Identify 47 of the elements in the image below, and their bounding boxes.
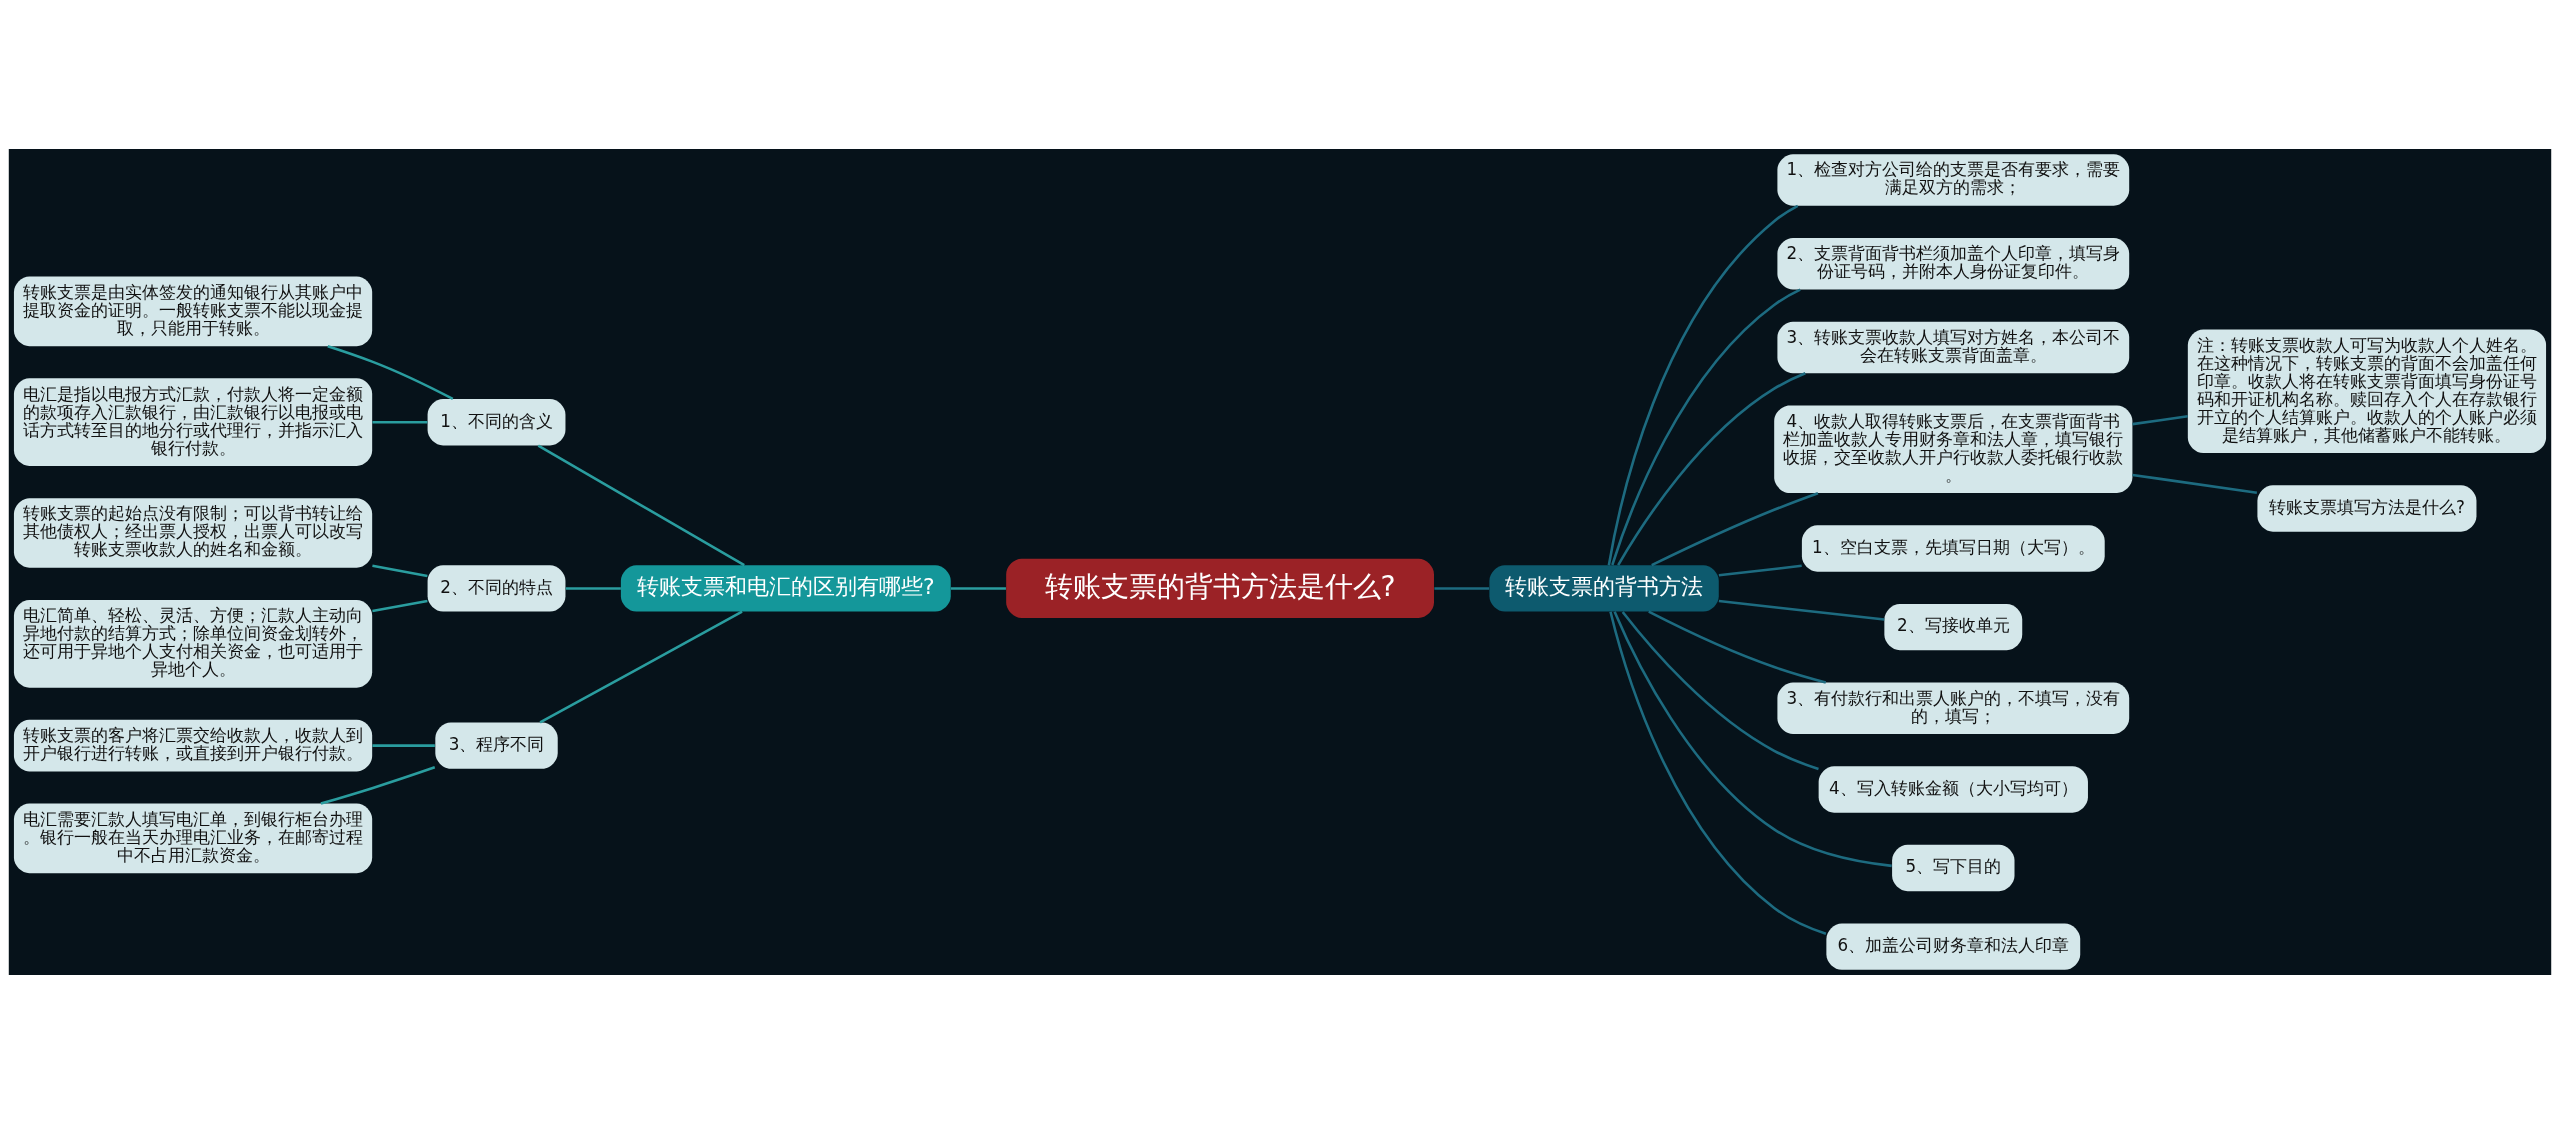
node-box: 电汇需要汇款人填写电汇单，到银行柜台办理。银行一般在当天办理电汇业务，在邮寄过程中不占用汇款资金。 <box>13 803 373 873</box>
connector <box>950 586 1006 590</box>
node-box: 电汇是指以电报方式汇款，付款人将一定金额的款项存入汇款银行，由汇款银行以电报或电话方式转至目的地分行或代理行，并指示汇入银行付款。 <box>13 377 373 466</box>
connector <box>1718 599 1885 621</box>
node-box: 3、有付款行和出票人账户的，不填写，没有的，填写； <box>1777 682 2130 734</box>
connector <box>1434 586 1490 590</box>
connector <box>372 564 428 577</box>
node-box: 1、不同的含义 <box>427 398 566 445</box>
node-box: 4、写入转账金额（大小写均可） <box>1818 765 2088 813</box>
node-box: 1、检查对方公司给的支票是否有要求，需要满足双方的需求； <box>1777 153 2130 206</box>
node-box: 转账支票和电汇的区别有哪些? <box>620 564 951 612</box>
node-box: 1、空白支票，先填写日期（大写）。 <box>1801 524 2105 572</box>
connector <box>2132 414 2188 425</box>
node-box: 3、程序不同 <box>435 721 558 769</box>
node-box: 转账支票的起始点没有限制；可以背书转让给其他债权人；经出票人授权，出票人可以改写转账支票收款人的姓名和金额。 <box>13 497 373 568</box>
node-box: 电汇简单、轻松、灵活、方便；汇款人主动向异地付款的结算方式；除单位间资金划转外，还可用于异地个人支付相关资金，也可适用于异地个人。 <box>13 599 373 688</box>
connector <box>372 420 428 423</box>
connector <box>1718 564 1802 577</box>
node-box: 转账支票的客户将汇票交给收款人，收款人到开户银行进行转账，或直接到开户银行付款。 <box>13 719 373 771</box>
connector <box>1607 204 1799 565</box>
node-box: 5、写下目的 <box>1892 844 2015 891</box>
node-box: 转账支票的背书方法是什么? <box>1006 558 1434 618</box>
connector <box>1621 610 1819 770</box>
node-box: 注：转账支票收款人可写为收款人个人姓名。在这种情况下，转账支票的背面不会加盖任何印章。收款人将在转账支票背面填写身份证号码和开证机构名称。赎回存入个人在存款银行开立的个人结算账户。收款人的个人账户必须是结算账户，其他储蓄账户不能转账。 <box>2187 328 2547 453</box>
connector <box>1613 610 1892 867</box>
node-box: 2、不同的特点 <box>427 564 566 612</box>
connector <box>1648 610 1827 684</box>
node-box: 6、加盖公司财务章和法人印章 <box>1826 922 2081 970</box>
connector <box>1617 371 1806 566</box>
connector <box>537 444 745 566</box>
connector <box>1609 610 1827 935</box>
connector <box>1651 491 1819 566</box>
connector <box>320 765 436 805</box>
connector <box>372 599 428 612</box>
connector <box>565 586 621 590</box>
node-box: 2、支票背面背书栏须加盖个人印章，填写身份证号码，并附本人身份证复印件。 <box>1777 237 2130 289</box>
connector <box>2132 473 2258 494</box>
node-box: 转账支票是由实体签发的通知银行从其账户中提取资金的证明。一般转账支票不能以现金提取，只能用于转账。 <box>13 276 373 346</box>
node-box: 2、写接收单元 <box>1884 603 2023 650</box>
connector <box>327 344 454 400</box>
connector <box>1611 287 1801 565</box>
node-box: 3、转账支票收款人填写对方姓名，本公司不会在转账支票背面盖章。 <box>1777 321 2130 373</box>
connector <box>539 610 743 724</box>
node-box: 转账支票填写方法是什么? <box>2257 484 2477 532</box>
connector <box>372 743 435 747</box>
node-box: 转账支票的背书方法 <box>1489 564 1719 612</box>
node-box: 4、收款人取得转账支票后，在支票背面背书栏加盖收款人专用财务章和法人章，填写银行收据，交至收款人开户行收款人委托银行收款。 <box>1774 404 2133 493</box>
